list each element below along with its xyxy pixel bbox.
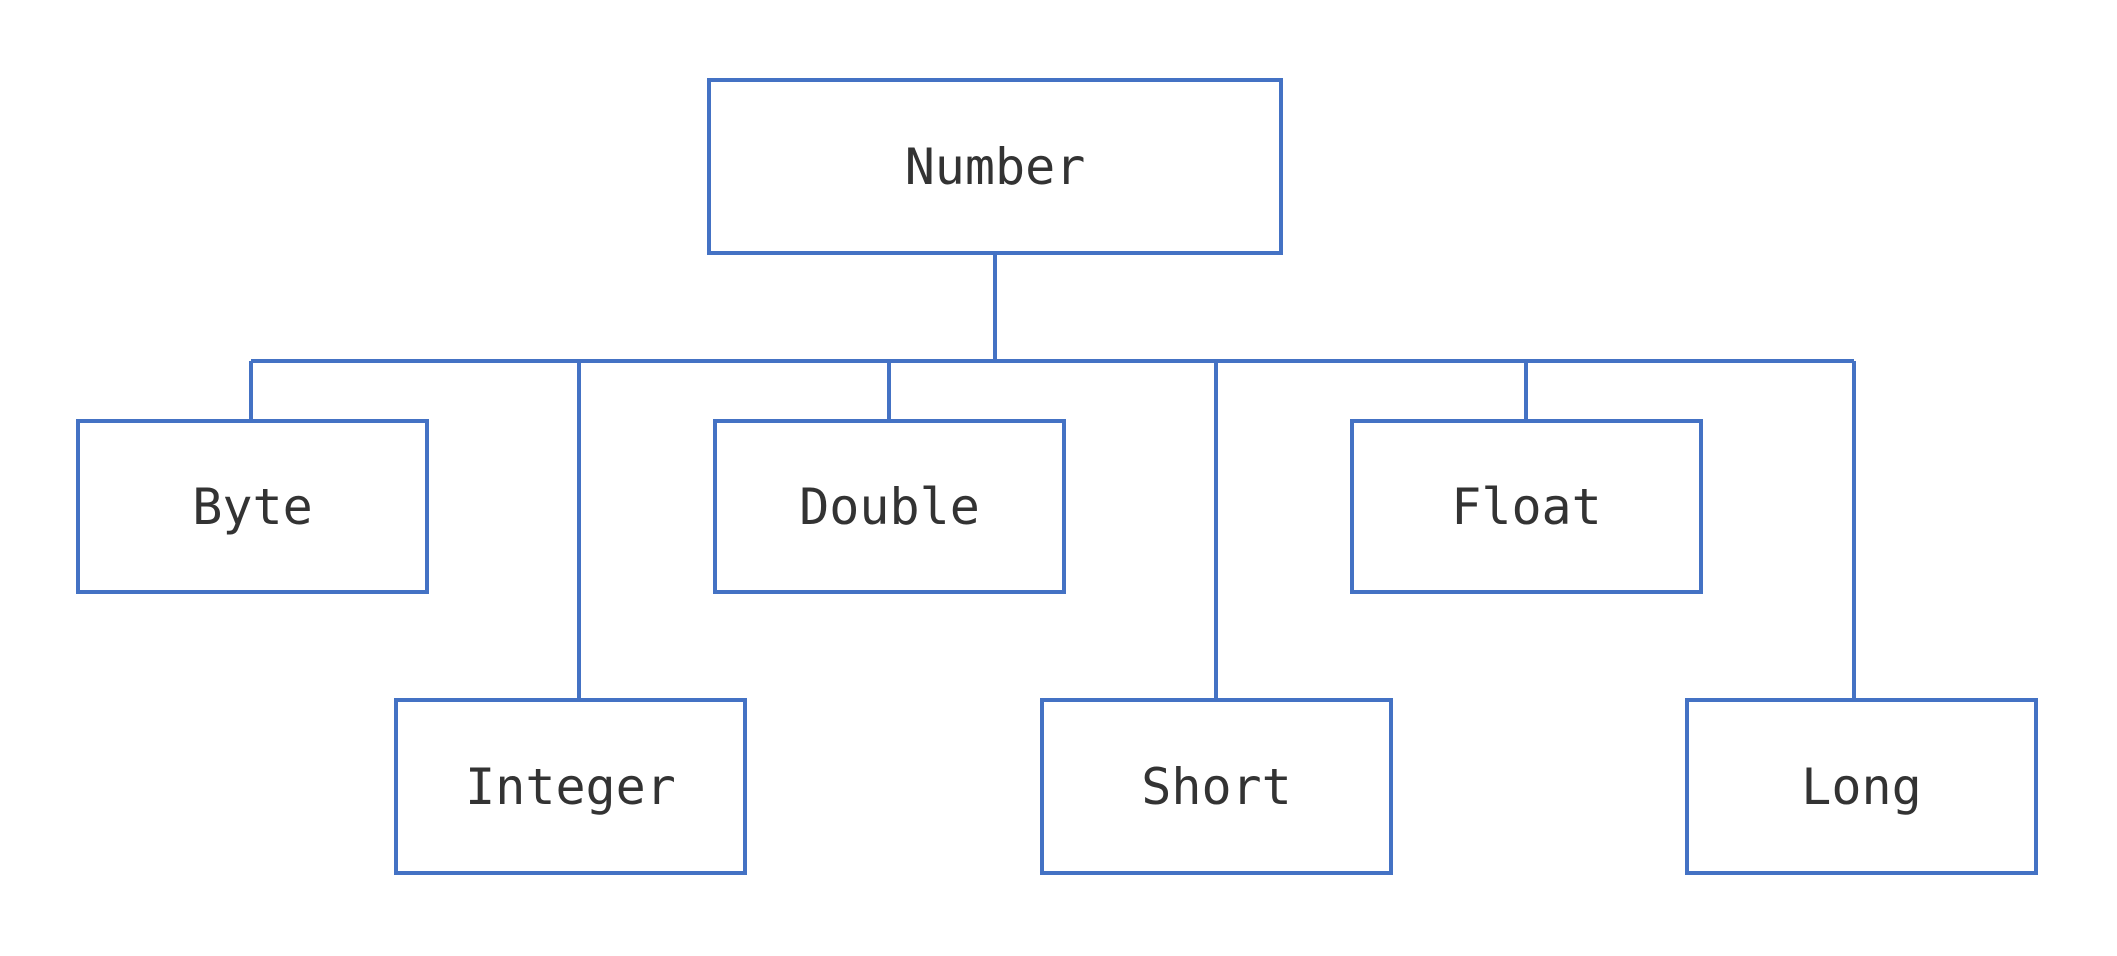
integer-node: Integer xyxy=(394,698,747,875)
integer-label: Integer xyxy=(465,757,676,816)
byte-label: Byte xyxy=(192,477,313,536)
byte-node: Byte xyxy=(76,419,429,594)
short-label: Short xyxy=(1141,757,1292,816)
float-node: Float xyxy=(1350,419,1703,594)
double-label: Double xyxy=(799,477,980,536)
float-label: Float xyxy=(1451,477,1602,536)
long-label: Long xyxy=(1801,757,1922,816)
short-node: Short xyxy=(1040,698,1393,875)
number-label: Number xyxy=(904,137,1086,196)
long-node: Long xyxy=(1685,698,2038,875)
double-node: Double xyxy=(713,419,1066,594)
number-node: Number xyxy=(707,78,1283,255)
